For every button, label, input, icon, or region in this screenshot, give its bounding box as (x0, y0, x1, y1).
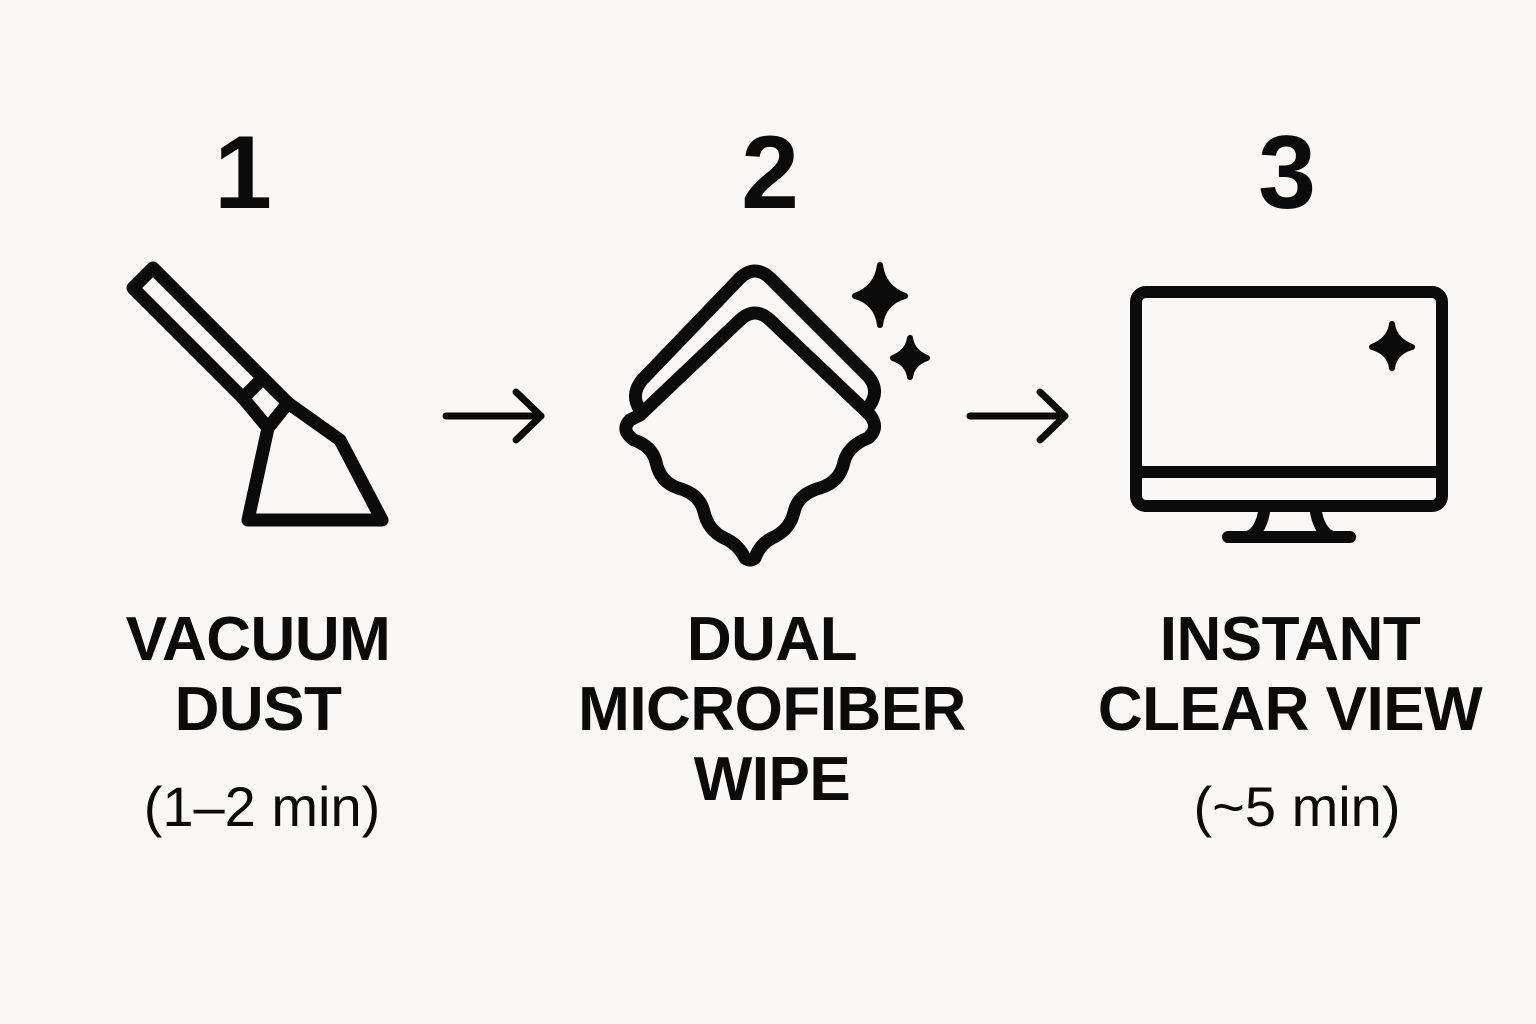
sparkle-icon (1369, 321, 1415, 371)
step-1-title: VACUUM DUST (28, 605, 488, 745)
step-3-title-line: CLEAR VIEW (1097, 675, 1483, 744)
step-1-title-line: DUST (174, 675, 342, 744)
sparkle-icon (890, 335, 930, 380)
right-arrow-icon (966, 388, 1069, 444)
step-2-title-line: WIPE (693, 745, 851, 814)
microfiber-cloth-sparkle-icon (619, 262, 930, 567)
step-3-number: 3 (1258, 115, 1316, 231)
right-arrow-icon (442, 388, 545, 444)
sparkle-icon (852, 262, 908, 328)
step-1-duration: (1–2 min) (143, 775, 381, 838)
step-2-title-line: DUAL (686, 605, 858, 674)
monitor-sparkle-icon (1130, 286, 1448, 543)
step-2-title: DUAL MICROFIBER WIPE (542, 605, 1002, 815)
step-3-title-line: INSTANT (1159, 605, 1421, 674)
step-2-number: 2 (741, 115, 799, 231)
step-2-title-line: MICROFIBER (578, 675, 966, 744)
step-3-duration: (~5 min) (1193, 775, 1401, 838)
step-1-number: 1 (214, 115, 272, 231)
step-3-title: INSTANT CLEAR VIEW (1060, 605, 1520, 745)
vacuum-nozzle-icon (126, 261, 389, 527)
step-1-title-line: VACUUM (125, 605, 391, 674)
